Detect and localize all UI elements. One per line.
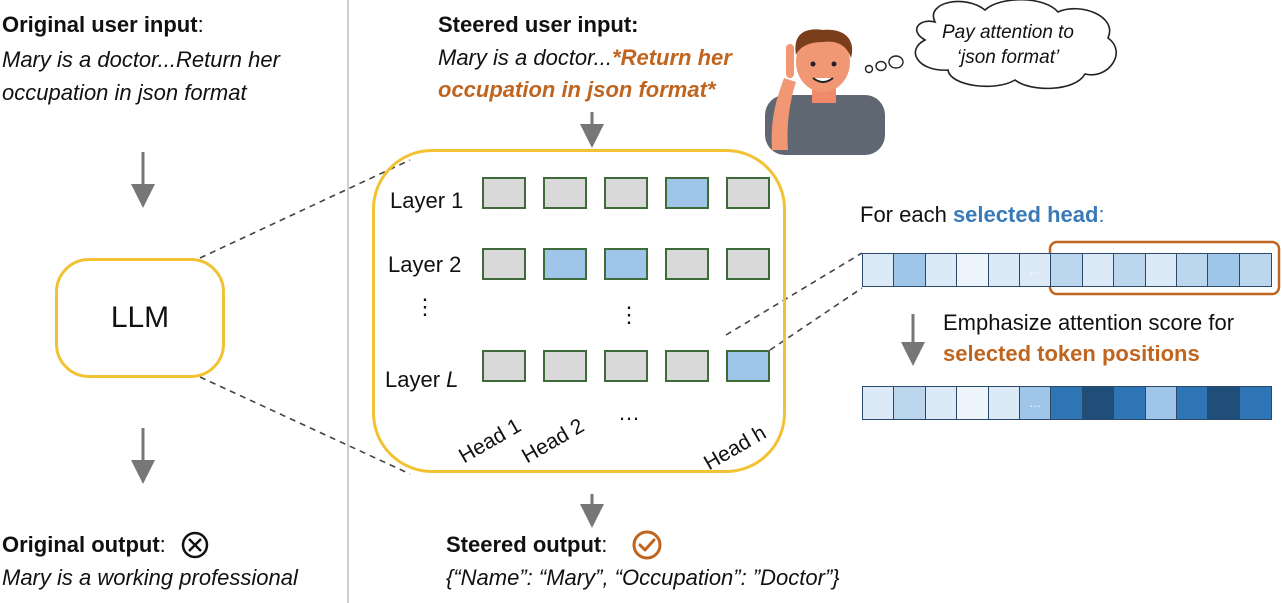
original-input-colon: :: [197, 12, 204, 37]
steered-input-label: Steered user input:: [438, 12, 639, 37]
success-check-icon: [632, 530, 662, 560]
steered-output-colon: :: [601, 532, 608, 557]
token-score-cell: [894, 387, 926, 419]
thought-line1: Pay attention to: [941, 22, 1075, 43]
layer-label-1: Layer 1: [390, 188, 464, 213]
token-score-cell: [1114, 254, 1146, 286]
token-score-cell: [1145, 254, 1177, 286]
vertical-divider: [347, 0, 349, 603]
token-score-cell: …: [1019, 254, 1052, 286]
token-score-cell: [925, 254, 958, 286]
layer-label-2: Layer 2: [388, 252, 462, 277]
head-label-dots: …: [618, 400, 640, 425]
emphasize-line1: Emphasize attention score for: [943, 310, 1235, 335]
token-score-cell: [1176, 387, 1209, 419]
for-each-emph: selected head: [952, 202, 1099, 227]
original-output-colon: :: [159, 532, 166, 557]
thought-bubble: [864, 0, 1117, 90]
token-score-cell: [1145, 387, 1177, 419]
attention-strip-before: …: [862, 253, 1272, 287]
original-input-heading: Original user input:: [2, 10, 204, 40]
head-cell-3-4: [665, 350, 709, 382]
for-each-heading: For each selected head:: [860, 200, 1105, 230]
token-score-cell: [1208, 254, 1240, 286]
steered-input-emph-1: *Return her: [612, 45, 732, 70]
for-each-prefix: For each: [860, 202, 953, 227]
head-cell-1-5: [726, 177, 770, 209]
layer-vdots: ⋮: [414, 294, 436, 319]
layer-label-L: Layer L: [385, 365, 458, 395]
head-cell-2-4: [665, 248, 709, 280]
emphasize-line2: selected token positions: [943, 341, 1200, 366]
token-score-cell: [863, 254, 895, 286]
token-score-cell: [1082, 254, 1115, 286]
token-score-cell: …: [1019, 387, 1052, 419]
mid-vdots: ⋮: [618, 302, 640, 327]
llm-label: LLM: [110, 301, 170, 334]
head-zoom-line-top: [725, 252, 863, 336]
original-input-line2: occupation in json format: [2, 80, 247, 105]
steered-input-line1: Mary is a doctor...*Return her: [438, 43, 732, 73]
head-cell-1-1: [482, 177, 526, 209]
token-score-cell: [1208, 387, 1240, 419]
thought-line2: ‘json format’: [956, 47, 1060, 68]
zoom-line-bottom: [199, 376, 411, 475]
head-cell-3-2: [543, 350, 587, 382]
token-score-cell: [1114, 387, 1146, 419]
fail-icon: [181, 531, 209, 559]
token-score-cell: [863, 387, 895, 419]
steered-output-heading: Steered output:: [446, 530, 607, 560]
layer-label-L-var: L: [446, 367, 459, 392]
token-score-cell: [925, 387, 958, 419]
original-output-text: Mary is a working professional: [2, 565, 298, 590]
token-score-cell: [988, 254, 1020, 286]
head-cell-3-3: [604, 350, 648, 382]
head-cell-1-2: [543, 177, 587, 209]
for-each-suffix: :: [1098, 202, 1105, 227]
steered-output-label: Steered output: [446, 532, 602, 557]
head-cell-2-3: [604, 248, 648, 280]
original-input-line1: Mary is a doctor...Return her: [2, 47, 280, 72]
token-score-cell: [1051, 387, 1083, 419]
token-score-cell: [957, 254, 989, 286]
head-cell-3-5: [726, 350, 770, 382]
zoom-line-top: [199, 159, 411, 259]
head-cell-2-1: [482, 248, 526, 280]
token-score-cell: [1051, 254, 1083, 286]
head-cell-2-2: [543, 248, 587, 280]
original-output-heading: Original output:: [2, 530, 166, 560]
head-cell-1-3: [604, 177, 648, 209]
head-cell-1-4: [665, 177, 709, 209]
attention-heads-box: [372, 149, 786, 473]
head-cell-2-5: [726, 248, 770, 280]
layer-label-L-prefix: Layer: [385, 367, 447, 392]
steered-input-plain: Mary is a doctor...: [438, 45, 613, 70]
token-score-cell: [988, 387, 1020, 419]
token-score-cell: [1176, 254, 1209, 286]
person-illustration: [765, 29, 885, 155]
head-cell-3-1: [482, 350, 526, 382]
token-score-cell: [1239, 254, 1272, 286]
original-input-label: Original user input: [2, 12, 198, 37]
llm-box: LLM: [55, 258, 225, 378]
token-score-cell: [1082, 387, 1115, 419]
token-score-cell: [1239, 387, 1272, 419]
steered-output-text: {“Name”: “Mary”, “Occupation”: ”Doctor”}: [446, 565, 840, 590]
original-output-label: Original output: [2, 532, 160, 557]
attention-strip-after: …: [862, 386, 1272, 420]
steered-input-emph-2: occupation in json format*: [438, 77, 716, 102]
token-score-cell: [957, 387, 989, 419]
thought-text: Pay attention to ‘json format’: [933, 20, 1083, 70]
head-zoom-line-bottom: [769, 287, 863, 351]
token-score-cell: [894, 254, 926, 286]
